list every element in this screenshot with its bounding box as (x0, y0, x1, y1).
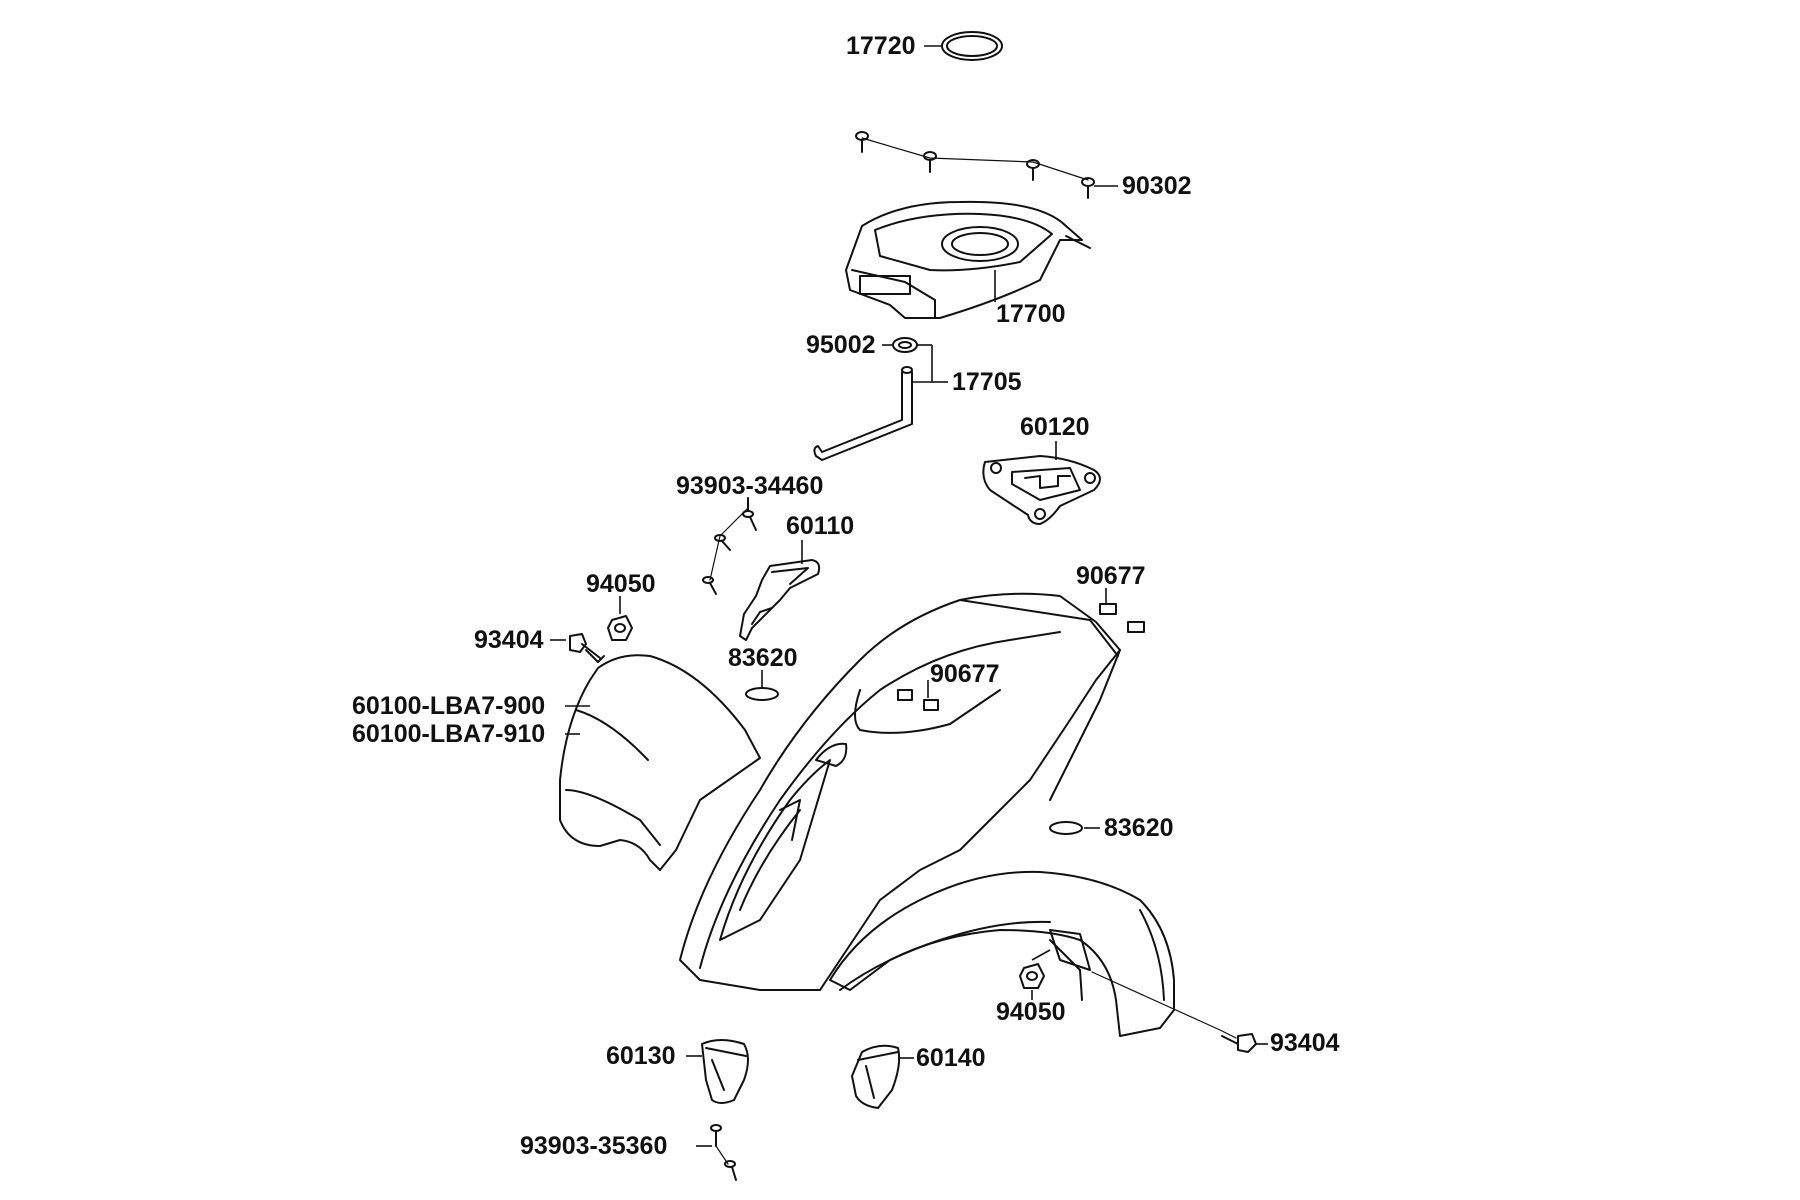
label-60130: 60130 (606, 1042, 676, 1070)
label-93903-34460: 93903-34460 (676, 472, 824, 500)
part-93404-bolt-bottom (1091, 971, 1257, 1053)
label-83620-right: 83620 (1104, 814, 1174, 842)
part-60130-guard (701, 1039, 749, 1104)
part-93404-bolt-top (569, 633, 605, 663)
label-94050-bottom: 94050 (996, 998, 1066, 1026)
label-60110: 60110 (786, 512, 855, 540)
label-17720: 17720 (846, 32, 916, 60)
part-83620-cap-right (1049, 821, 1083, 835)
label-93404-bottom: 93404 (1270, 1029, 1340, 1057)
label-17700: 17700 (996, 300, 1066, 328)
label-93903-35360: 93903-35360 (520, 1132, 668, 1160)
label-60100-lba7-910: 60100-LBA7-910 (352, 720, 546, 748)
part-94050-nut-bottom (1019, 963, 1045, 989)
part-60140-guard (851, 1044, 901, 1109)
label-90677-mid: 90677 (930, 660, 1000, 688)
part-90302-screws (855, 131, 1095, 199)
label-60100-lba7-900: 60100-LBA7-900 (352, 692, 546, 720)
label-93404-top: 93404 (474, 626, 544, 654)
part-95002-clamp (892, 337, 918, 353)
label-94050-top: 94050 (586, 570, 656, 598)
label-83620-top: 83620 (728, 644, 798, 672)
label-60140: 60140 (916, 1044, 986, 1072)
part-17705-hose (813, 366, 913, 461)
part-90677-clips-mid (897, 689, 939, 711)
part-60120-bracket (982, 455, 1101, 525)
part-60110-bracket (739, 559, 821, 641)
part-17700-top-panel (845, 200, 1091, 319)
part-93903-34460-screws (702, 497, 757, 595)
part-93903-35360-screws (710, 1124, 737, 1181)
label-90677-right: 90677 (1076, 562, 1146, 590)
label-95002: 95002 (806, 331, 876, 359)
part-90677-clips-right (1099, 603, 1145, 633)
label-90302: 90302 (1122, 172, 1192, 200)
part-83620-cap-top (745, 687, 779, 701)
part-60100-front-fender (559, 592, 1175, 1037)
part-17720-ring (941, 31, 1003, 61)
label-60120: 60120 (1020, 413, 1090, 441)
label-17705: 17705 (952, 368, 1022, 396)
part-94050-nut-top (607, 615, 633, 641)
